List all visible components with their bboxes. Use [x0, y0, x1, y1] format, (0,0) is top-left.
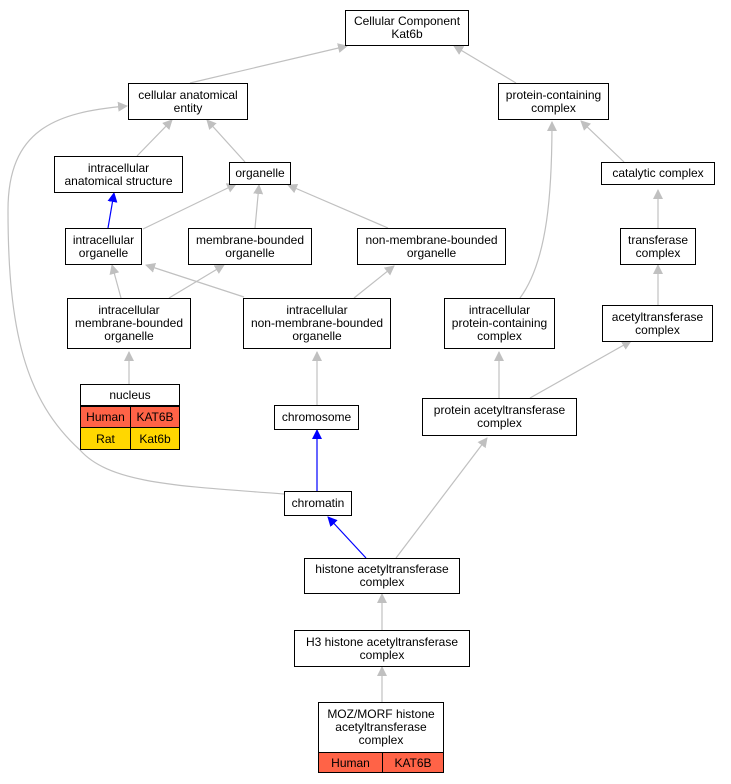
node-h3-histone-acetyltransferase-complex[interactable]: H3 histone acetyltransferase complex	[294, 630, 470, 667]
node-moz-morf-histone-acetyltransferase-complex[interactable]: MOZ/MORF histone acetyltransferase compl…	[318, 702, 444, 753]
edge-inmbo-to-io	[145, 263, 245, 298]
edge-pcc-to-cc	[453, 45, 517, 84]
edge-inmbo-to-nmbo	[353, 265, 395, 299]
edge-cae-to-cc	[189, 43, 348, 84]
node-intracellular-membrane-bounded-organelle[interactable]: intracellular membrane-bounded organelle	[67, 298, 191, 349]
node-nucleus[interactable]: nucleus	[80, 384, 180, 406]
node-non-membrane-bounded-organelle[interactable]: non-membrane-bounded organelle	[357, 228, 506, 265]
annotation-moz-human-gene: KAT6B	[382, 752, 444, 773]
edge-ias-to-cae	[136, 119, 173, 157]
edge-catalytic-to-pcc	[580, 120, 625, 163]
node-protein-containing-complex[interactable]: protein-containing complex	[498, 83, 609, 120]
node-cellular-anatomical-entity[interactable]: cellular anatomical entity	[128, 83, 248, 120]
node-histone-acetyltransferase-complex[interactable]: histone acetyltransferase complex	[304, 558, 460, 594]
node-acetyltransferase-complex[interactable]: acetyltransferase complex	[602, 305, 713, 342]
node-catalytic-complex[interactable]: catalytic complex	[601, 162, 715, 185]
node-organelle[interactable]: organelle	[229, 162, 291, 185]
edge-io-to-ias	[107, 192, 118, 229]
edge-organelle-to-cae	[206, 119, 246, 163]
edge-hac-to-chromatin	[327, 516, 367, 559]
node-chromatin[interactable]: chromatin	[284, 491, 352, 516]
node-intracellular-anatomical-structure[interactable]: intracellular anatomical structure	[54, 156, 183, 193]
edge-pac-to-acetyl	[529, 340, 632, 399]
edge-mbo-to-organelle	[253, 184, 264, 229]
annotation-nucleus-human-species: Human	[80, 406, 131, 428]
edge-ipcc-to-pcc	[519, 121, 557, 299]
edge-imbo-to-io	[109, 264, 122, 299]
edge-nmbo-to-organelle	[287, 183, 389, 229]
edge-io-to-organelle	[142, 183, 237, 230]
annotation-nucleus-rat-species: Rat	[80, 427, 131, 450]
annotation-nucleus-human-gene: KAT6B	[130, 406, 180, 428]
node-intracellular-organelle[interactable]: intracellular organelle	[65, 228, 142, 265]
annotation-nucleus-rat-gene: Kat6b	[130, 427, 180, 450]
node-cellular-component[interactable]: Cellular Component Kat6b	[345, 10, 469, 46]
node-intracellular-protein-containing-complex[interactable]: intracellular protein-containing complex	[444, 298, 555, 349]
edge-chromatin-to-cae	[7, 101, 285, 495]
annotation-moz-human-species: Human	[318, 752, 383, 773]
node-membrane-bounded-organelle[interactable]: membrane-bounded organelle	[188, 228, 312, 265]
node-chromosome[interactable]: chromosome	[274, 405, 359, 430]
node-intracellular-non-membrane-bounded-organelle[interactable]: intracellular non-membrane-bounded organ…	[243, 298, 391, 349]
node-transferase-complex[interactable]: transferase complex	[620, 228, 696, 265]
edge-hac-to-pac	[395, 437, 488, 559]
node-protein-acetyltransferase-complex[interactable]: protein acetyltransferase complex	[422, 398, 577, 436]
